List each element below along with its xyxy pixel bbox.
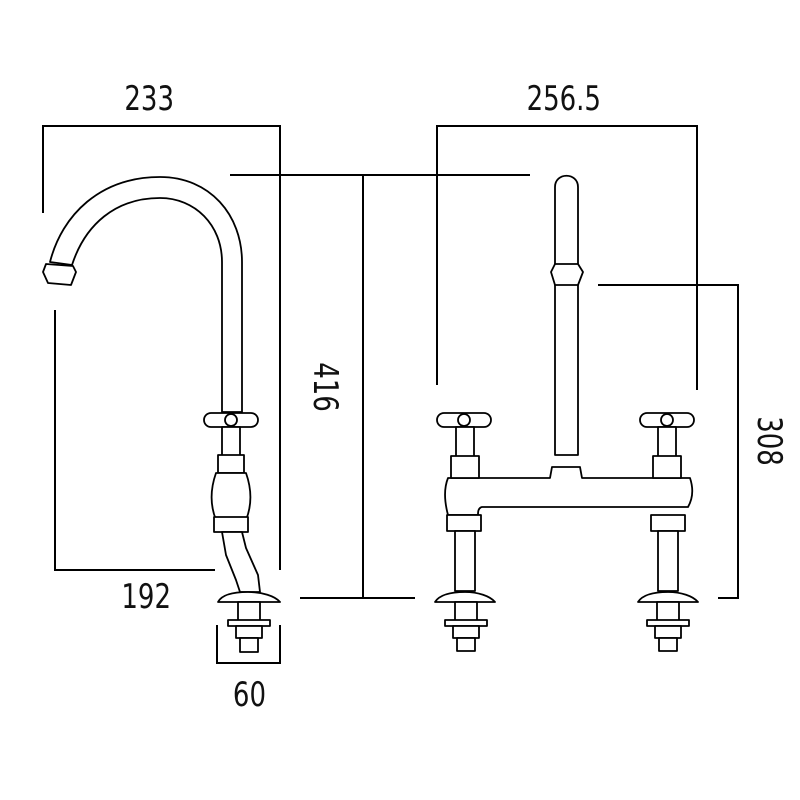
dim-label-308: 308 (749, 416, 790, 466)
dimension-lines (42, 125, 739, 664)
tail-thread (239, 637, 259, 653)
dim-label-192: 192 (121, 577, 171, 617)
right-valve-stem (657, 426, 677, 458)
spout-nozzle (42, 263, 77, 286)
base-flange (217, 591, 281, 603)
bridge-body (444, 466, 694, 516)
right-valve-nut (652, 455, 682, 479)
right-backnut (654, 625, 682, 639)
valve-body (210, 472, 252, 521)
dim-label-256-5: 256.5 (526, 79, 601, 119)
left-handle-hub (457, 413, 471, 427)
right-shank (656, 601, 680, 623)
left-valve-nut (450, 455, 480, 479)
offset-tail (221, 531, 261, 593)
dim-60-line (216, 625, 281, 664)
upright-spout (554, 174, 579, 456)
left-flange (434, 591, 496, 603)
dim-256-line (436, 125, 698, 390)
valve-stem (221, 426, 241, 458)
dim-233-line (42, 125, 281, 570)
swan-neck-spout (49, 176, 243, 413)
left-valve-stem (455, 426, 475, 458)
right-flange (637, 591, 699, 603)
left-leg (454, 530, 476, 592)
left-tail-thread (456, 637, 476, 652)
right-union-nut (650, 514, 686, 532)
dim-label-233: 233 (124, 79, 174, 119)
right-leg (657, 530, 679, 592)
dim-label-416: 416 (305, 362, 346, 412)
left-backnut (452, 625, 480, 639)
side-view-tap (42, 176, 281, 653)
left-valve (434, 412, 496, 652)
threaded-shank (237, 601, 261, 623)
valve-nut (217, 454, 245, 474)
left-shank (454, 601, 478, 623)
right-tail-thread (658, 637, 678, 652)
spout-collar (550, 263, 584, 286)
dim-label-60: 60 (232, 675, 267, 715)
right-handle-hub (660, 413, 674, 427)
front-view-tap (434, 174, 699, 652)
handle-hub (224, 413, 238, 427)
union-nut (213, 516, 249, 533)
dim-308-line (598, 284, 739, 599)
right-valve (637, 412, 699, 652)
dim-192-line (54, 310, 215, 571)
left-union-nut (446, 514, 482, 532)
backnut (235, 625, 263, 639)
